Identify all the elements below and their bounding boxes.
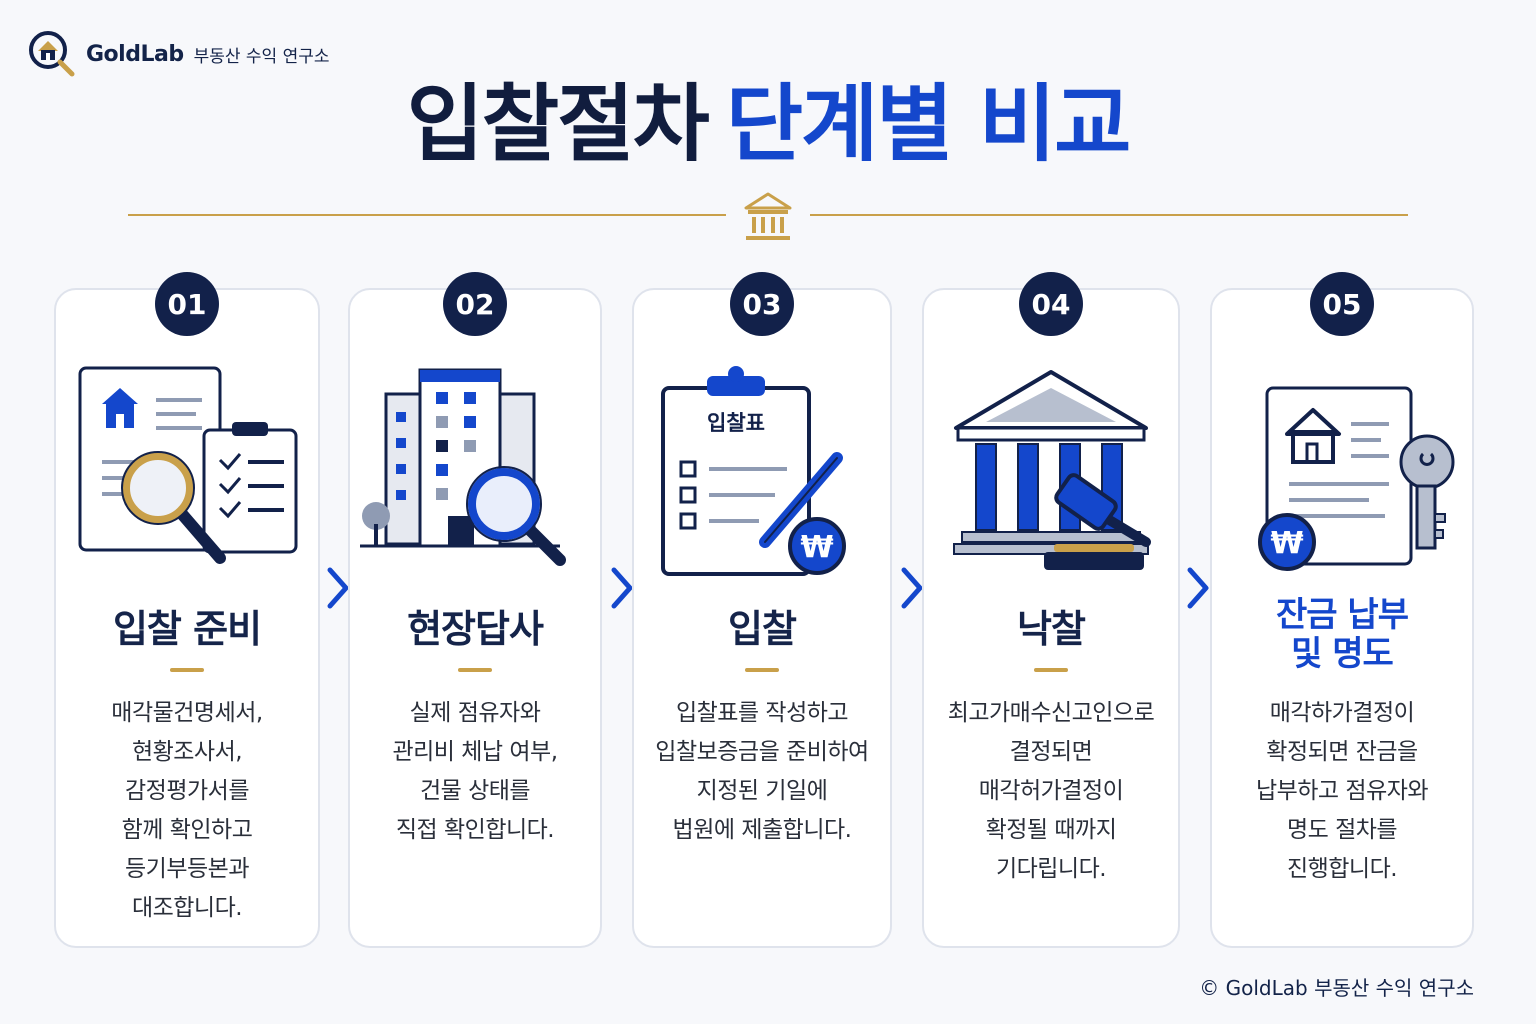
step-title: 입찰	[728, 607, 797, 651]
brand-name: GoldLab	[86, 41, 184, 67]
footer-copyright: © GoldLab 부동산 수익 연구소	[1199, 976, 1474, 1000]
svg-text:₩: ₩	[800, 530, 833, 565]
house-magnifier-icon	[29, 31, 75, 77]
brand-header: GoldLab 부동산 수익 연구소	[26, 28, 330, 80]
gold-accent-line	[745, 668, 779, 672]
title-part2: 단계별 비교	[725, 75, 1132, 173]
step-title: 낙찰	[1017, 607, 1086, 651]
step-card-1: 01 입찰 준비 매각물건명세서, 현황조사서, 감정평가서를 함께 확인하고 …	[54, 272, 320, 948]
step-description: 매각하가결정이 확정되면 잔금을 납부하고 점유자와 명도 절차를 진행합니다.	[1255, 700, 1429, 882]
step-title: 입찰 준비	[112, 607, 262, 651]
gold-accent-line	[458, 668, 492, 672]
step-card-4: 04 낙찰 최고가매수신고인으로 결정되면 매각허가결정이 확정될 때까지 기다…	[922, 272, 1180, 948]
step-card-3: 03 ₩ 입찰표 입찰 입찰표를 작성하고 입찰보증금을 준비하여 지정된 기일…	[632, 272, 892, 948]
step-title: 현장답사	[407, 607, 544, 651]
step-card-5: 05 ₩ 잔금 납부 및 명도 매각하가결정이 확정되면 잔금을 납부하고 점유…	[1210, 272, 1474, 948]
form-label: 입찰표	[707, 411, 765, 435]
step-number-badge: 01	[155, 272, 219, 336]
step-number-badge: 02	[443, 272, 507, 336]
courthouse-icon	[744, 192, 792, 240]
step-number-badge: 05	[1310, 272, 1374, 336]
chevron-right-icon	[901, 567, 923, 609]
step-description: 실제 점유자와 관리비 체납 여부, 건물 상태를 직접 확인합니다.	[392, 700, 558, 843]
step-description: 매각물건명세서, 현황조사서, 감정평가서를 함께 확인하고 등기부등본과 대조…	[111, 700, 263, 921]
step-number-badge: 03	[730, 272, 794, 336]
brand-subtitle: 부동산 수익 연구소	[193, 46, 330, 67]
step-number-badge: 04	[1019, 272, 1083, 336]
divider-right	[810, 214, 1408, 216]
chevron-right-icon	[611, 567, 633, 609]
gold-accent-line	[170, 668, 204, 672]
divider-left	[128, 214, 726, 216]
chevron-right-icon	[1187, 567, 1209, 609]
bid-form-pen-won-icon: ₩ 입찰표	[661, 366, 846, 576]
documents-magnifier-checklist-icon	[78, 366, 298, 564]
step-card-2: 02 현장답사 실제 점유자와 관리비 체납 여부, 건물 상태를 직접 확인합…	[348, 272, 602, 948]
svg-text:₩: ₩	[1270, 526, 1303, 561]
chevron-right-icon	[327, 567, 349, 609]
building-magnifier-icon	[360, 368, 566, 566]
document-key-won-icon: ₩	[1258, 386, 1455, 571]
step-description: 입찰표를 작성하고 입찰보증금을 준비하여 지정된 기일에 법원에 제출합니다.	[655, 700, 869, 843]
step-title: 잔금 납부 및 명도	[1276, 595, 1409, 675]
step-description: 최고가매수신고인으로 결정되면 매각허가결정이 확정될 때까지 기다립니다.	[947, 700, 1155, 882]
title-part1: 입찰절차	[406, 75, 710, 173]
court-gavel-icon	[953, 370, 1151, 570]
gold-accent-line	[1034, 668, 1068, 672]
